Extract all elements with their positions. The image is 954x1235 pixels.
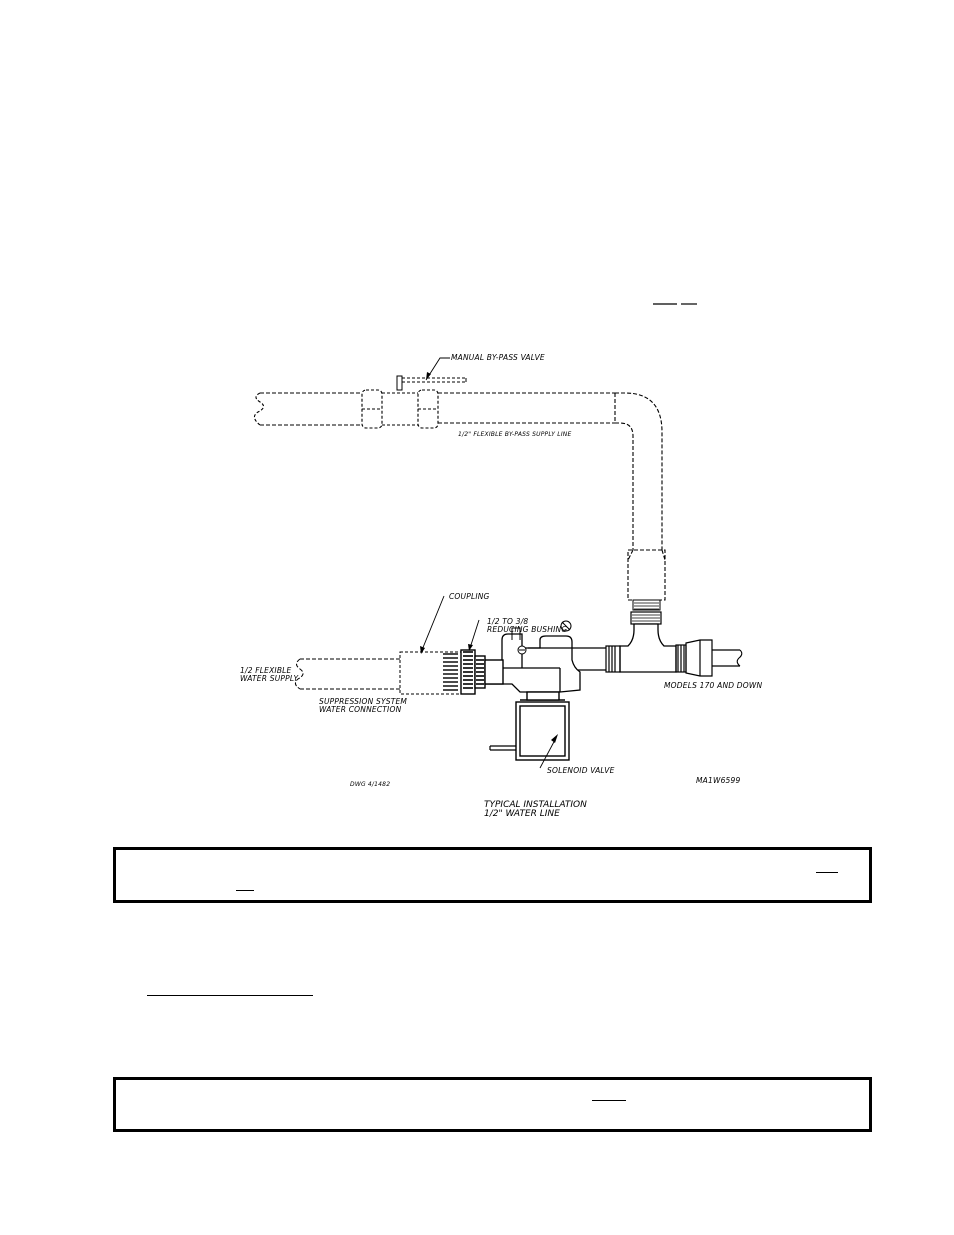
notice-box-2	[113, 1077, 872, 1132]
label-water-supply-line1: 1/2 FLEXIBLE	[240, 666, 292, 675]
coupling-leader	[421, 595, 445, 651]
bypass-supply-line	[260, 392, 666, 601]
bypass-hose-nut-hatch	[634, 602, 659, 610]
label-bushing-line1: 1/2 TO 3/8	[487, 617, 528, 626]
coil-lead-wires	[489, 745, 516, 751]
label-suppression-line1: SUPPRESSION SYSTEM	[319, 697, 407, 706]
bushing-leader	[469, 619, 480, 649]
tee-top-fitting-hatch	[632, 614, 660, 622]
solenoid-coil	[515, 691, 570, 761]
label-solenoid: SOLENOID VALVE	[547, 766, 615, 775]
label-models: MODELS 170 AND DOWN	[664, 681, 763, 690]
bypass-union-left	[361, 389, 383, 429]
caption-line2: 1/2" WATER LINE	[484, 809, 560, 819]
notice-box-1	[113, 847, 872, 903]
bypass-union-right	[417, 389, 439, 429]
bypass-valve-body	[382, 392, 418, 426]
outlet-pipe	[675, 639, 740, 677]
underline-mark	[816, 872, 838, 873]
label-suppression-line2: WATER CONNECTION	[319, 705, 402, 714]
bushing-arrow	[468, 644, 473, 651]
coupling	[399, 651, 462, 695]
bypass-hose-nut	[632, 599, 661, 611]
bypass-valve-handle	[396, 375, 467, 391]
section-underline	[147, 995, 313, 996]
label-bypass-line: 1/2" FLEXIBLE BY-PASS SUPPLY LINE	[458, 431, 571, 438]
valve-to-tee-pipe	[570, 645, 621, 673]
solenoid-arrow	[551, 734, 558, 743]
bypass-valve-arrow	[426, 372, 431, 380]
label-drawing-date: DWG 4/1482	[350, 781, 390, 788]
underline-mark	[592, 1100, 626, 1101]
bypass-valve-leader	[425, 357, 450, 381]
valve-top-screw	[560, 620, 572, 632]
underline-mark	[236, 890, 254, 891]
label-bypass-valve: MANUAL BY-PASS VALVE	[451, 353, 545, 362]
bushing-threads	[463, 651, 484, 689]
label-water-supply-line2: WATER SUPPLY	[240, 674, 299, 683]
coupling-threads	[443, 653, 458, 691]
solenoid-leader	[539, 737, 557, 769]
valve-top-bracket	[511, 627, 521, 640]
water-supply-hose	[294, 658, 400, 690]
label-coupling: COUPLING	[449, 592, 490, 601]
label-drawing-number: MA1W6599	[696, 776, 741, 785]
caption-line1: TYPICAL INSTALLATION	[484, 800, 587, 810]
tee-fitting	[619, 623, 677, 673]
outlet-pipe-break	[736, 649, 743, 667]
bypass-line-break	[253, 392, 265, 426]
coupling-arrow	[420, 646, 425, 654]
label-bushing-line2: REDUCING BUSHING	[487, 625, 567, 634]
